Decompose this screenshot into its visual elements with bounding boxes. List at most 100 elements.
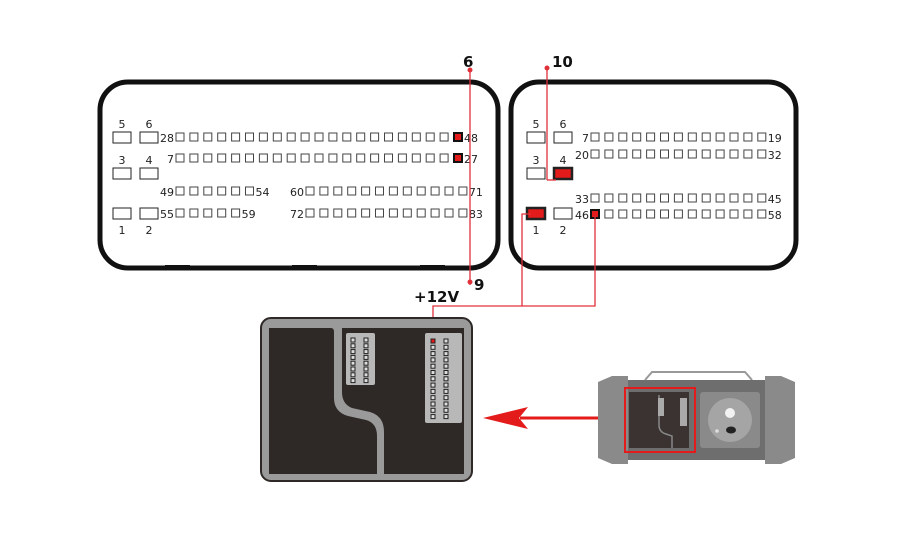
adapter-pin bbox=[350, 354, 356, 360]
large-pin-5 bbox=[526, 131, 546, 144]
pin-right-row3 bbox=[687, 209, 697, 219]
wire-pin1 bbox=[521, 213, 531, 306]
pin-left-row5 bbox=[430, 208, 440, 218]
pin-right-row1 bbox=[590, 149, 600, 159]
pin-left-row0 bbox=[189, 132, 199, 142]
pin-right-row3 bbox=[715, 209, 725, 219]
adapter-pin bbox=[443, 395, 449, 401]
pin10-dot bbox=[544, 65, 550, 71]
large-pin-2 bbox=[139, 207, 159, 220]
pin-left-row4 bbox=[388, 186, 398, 196]
adapter-pin bbox=[443, 363, 449, 369]
pin-left-row2 bbox=[217, 186, 227, 196]
large-pin-6 bbox=[553, 131, 573, 144]
device-camera-icon bbox=[726, 426, 736, 434]
pin-left-row0 bbox=[342, 132, 352, 142]
device-left-bumper bbox=[598, 376, 628, 464]
pin-right-row1 bbox=[632, 149, 642, 159]
pin-right-row2 bbox=[632, 193, 642, 203]
pin-right-row0 bbox=[729, 132, 739, 142]
adapter-pin bbox=[443, 407, 449, 413]
pin-left-row1 bbox=[411, 153, 421, 163]
pin-left-row1 bbox=[314, 153, 324, 163]
pin-left-row1 bbox=[175, 153, 185, 163]
connector-left-tab bbox=[420, 265, 445, 270]
row-start-label: 33 bbox=[575, 193, 589, 206]
pin-right-row3 bbox=[660, 209, 669, 219]
adapter-pin bbox=[350, 337, 356, 343]
row-end-label: 59 bbox=[242, 208, 256, 221]
row-start-label: 7 bbox=[167, 153, 174, 166]
pin-right-row1 bbox=[673, 149, 683, 159]
device-lens-ring bbox=[708, 398, 752, 442]
pin-right-row2 bbox=[646, 193, 656, 203]
pin-left-row1 bbox=[231, 153, 241, 163]
adapter-pin bbox=[430, 344, 436, 350]
large-pin-4 bbox=[139, 167, 159, 180]
adapter-pin bbox=[363, 354, 369, 360]
pin-right-row2 bbox=[729, 193, 739, 203]
pin-left-row1 bbox=[272, 153, 282, 163]
pin-right-row1 bbox=[715, 149, 725, 159]
pin-right-row0 bbox=[673, 132, 683, 142]
pin-left-row2 bbox=[231, 186, 241, 196]
large-pin-label-4: 4 bbox=[146, 154, 153, 167]
pin-left-row5 bbox=[375, 208, 384, 218]
pin-left-row5 bbox=[361, 208, 371, 218]
pin-right-row3 bbox=[673, 209, 683, 219]
pin-left-row0 bbox=[397, 132, 407, 142]
adapter-pin bbox=[443, 370, 449, 375]
adapter-pin bbox=[430, 382, 436, 388]
adapter-pin bbox=[363, 372, 369, 378]
row-start-label: 72 bbox=[290, 208, 304, 221]
row-start-label: 60 bbox=[290, 186, 304, 199]
adapter-pin bbox=[430, 407, 436, 413]
pin-left-row4 bbox=[305, 186, 315, 196]
adapter-pin bbox=[430, 388, 436, 394]
pin-left-row1 bbox=[439, 153, 449, 163]
pin-right-row1 bbox=[660, 149, 669, 159]
adapter-pin bbox=[363, 343, 369, 349]
adapter-pin bbox=[443, 414, 449, 420]
adapter-pin bbox=[430, 370, 436, 375]
pin-left-row1 bbox=[356, 153, 366, 163]
large-pin-6 bbox=[139, 131, 159, 144]
row-end-label: 48 bbox=[464, 132, 478, 145]
large-pin-label-5: 5 bbox=[533, 118, 540, 131]
adapter-pin bbox=[350, 366, 356, 372]
pin-right-row2 bbox=[673, 193, 683, 203]
row-start-label: 28 bbox=[160, 132, 174, 145]
pin-left-row1 bbox=[328, 153, 338, 163]
adapter-port bbox=[260, 317, 473, 482]
pin-left-row0 bbox=[300, 132, 310, 142]
pin-left-row3 bbox=[189, 208, 199, 218]
pin-right-row2 bbox=[743, 193, 753, 203]
row-start-label: 7 bbox=[582, 132, 589, 145]
pin-left-row4 bbox=[430, 186, 440, 196]
callout-pin10: 10 bbox=[552, 53, 573, 71]
pin-left-row4 bbox=[347, 186, 357, 196]
row-end-label: 54 bbox=[256, 186, 270, 199]
pin-left-row3 bbox=[203, 208, 213, 218]
pin-right-row1 bbox=[687, 149, 697, 159]
pin-right-row2 bbox=[715, 193, 725, 203]
connector-left-outline bbox=[97, 79, 501, 271]
adapter-pin bbox=[443, 388, 449, 394]
large-pin-label-6: 6 bbox=[146, 118, 153, 131]
adapter-pin bbox=[350, 343, 356, 349]
row-start-label: 46 bbox=[575, 209, 589, 222]
pin-left-row4 bbox=[402, 186, 412, 196]
pin-right-row2 bbox=[701, 193, 711, 203]
pin-right-row2 bbox=[618, 193, 628, 203]
adapter-pin bbox=[430, 395, 436, 401]
pin-right-row3 bbox=[632, 209, 642, 219]
adapter-pin bbox=[430, 351, 436, 357]
large-pin-label-6: 6 bbox=[560, 118, 567, 131]
adapter-pin bbox=[430, 357, 436, 363]
device-indicator-icon bbox=[715, 429, 719, 433]
adapter-pin bbox=[350, 378, 356, 384]
row-end-label: 83 bbox=[469, 208, 483, 221]
adapter-pin bbox=[430, 414, 436, 420]
